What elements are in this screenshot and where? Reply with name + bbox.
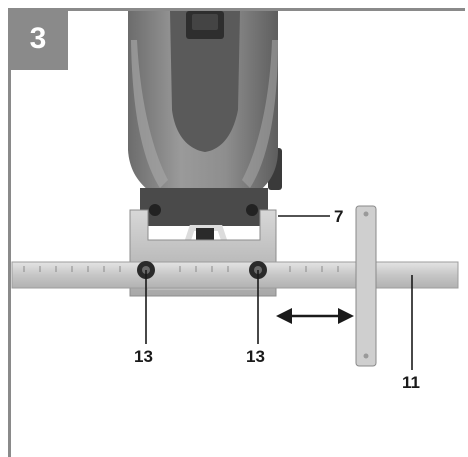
- callout-screw-right: 13: [246, 347, 265, 366]
- guide-fence: [355, 205, 377, 367]
- figure-number-badge: 3: [8, 8, 68, 70]
- parallel-guide-ruler: [11, 261, 459, 289]
- callout-ruler: 11: [402, 373, 420, 392]
- frame-top-border: [8, 8, 465, 11]
- double-arrow-icon: [276, 308, 354, 324]
- leader-lines: [145, 215, 413, 370]
- callout-screw-left: 13: [134, 347, 153, 366]
- callout-fence: 7: [334, 207, 344, 226]
- jigsaw-body: [128, 11, 278, 210]
- frame-left-border: [8, 8, 11, 457]
